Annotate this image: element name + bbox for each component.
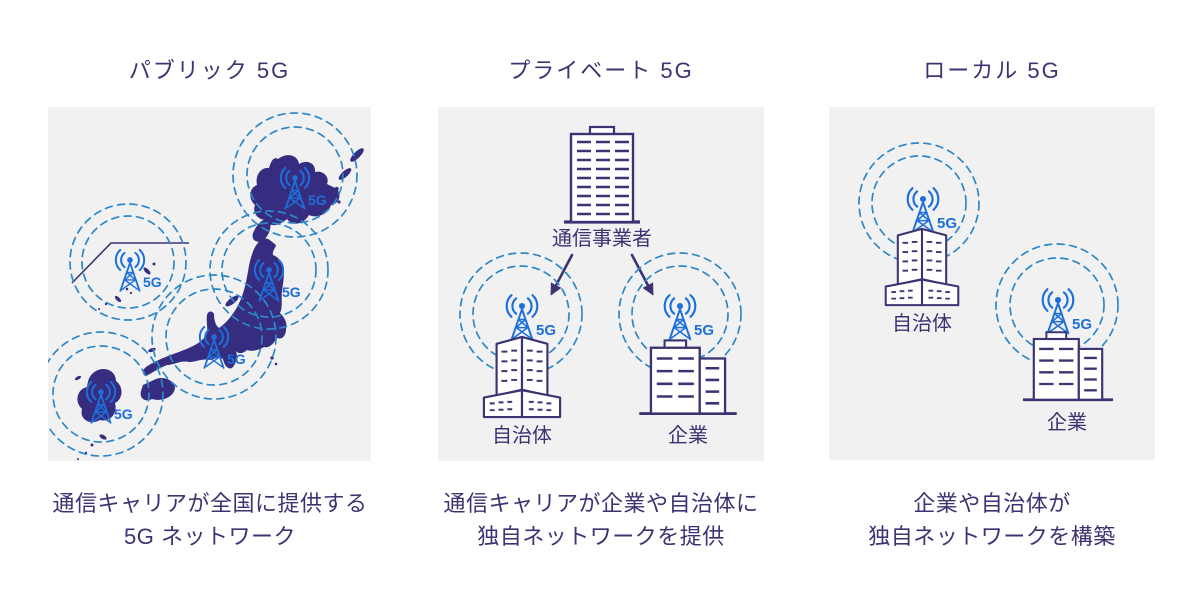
tower-5g-label: 5G [536, 322, 556, 339]
tower-5g-label: 5G [227, 351, 246, 367]
tower-5g-label: 5G [143, 274, 162, 290]
tower-5g-icon [505, 294, 539, 341]
caption-local-5g: 企業や自治体が 独自ネットワークを構築 [800, 487, 1184, 553]
private-5g-diagram: 通信事業者 5G 5G 自治体 企業 [459, 125, 742, 447]
coverage-circles [48, 112, 358, 457]
panel-title-public-5g: パブリック 5G [128, 58, 291, 83]
local-5g-panel: 5G 5G 自治体 企業 [829, 107, 1155, 460]
caption-line: 5G ネットワーク [124, 524, 296, 549]
arrow-to-enterprise [630, 253, 654, 296]
japan-map [74, 148, 364, 460]
caption-line: 通信キャリアが企業や自治体に [443, 491, 759, 516]
caption-line: 通信キャリアが全国に提供する [52, 491, 368, 516]
municipality-label: 自治体 [892, 312, 952, 335]
tower-5g-label: 5G [114, 406, 133, 422]
tower-5g-label: 5G [1072, 316, 1092, 333]
tower-5g-label: 5G [308, 192, 327, 208]
arrow-to-municipality [550, 253, 574, 296]
tower-5g-icon [1041, 288, 1075, 335]
tower-5g-label: 5G [694, 322, 714, 339]
caption-private-5g: 通信キャリアが企業や自治体に 独自ネットワークを提供 [409, 487, 793, 553]
tower-5g-icon [114, 248, 146, 292]
japan-map-diagram: 5G 5G 5G 5G 5G [48, 112, 364, 460]
local-5g-diagram: 5G 5G 自治体 企業 [858, 142, 1119, 434]
tower-5g-label: 5G [282, 284, 301, 300]
private-5g-panel: 通信事業者 5G 5G 自治体 企業 [438, 107, 764, 461]
caption-line: 独自ネットワークを提供 [477, 524, 725, 549]
panel-title-local-5g: ローカル 5G [923, 58, 1061, 83]
public-5g-panel: 5G 5G 5G 5G 5G [48, 107, 371, 461]
tower-5g-icon [663, 294, 697, 341]
caption-line: 企業や自治体が [913, 491, 1071, 516]
enterprise-label: 企業 [1047, 411, 1087, 434]
municipality-building-icon [482, 335, 562, 419]
enterprise-building-icon [1023, 330, 1113, 402]
carrier-label: 通信事業者 [552, 227, 652, 250]
okinawa-inset-line [71, 242, 189, 284]
tower-5g-icon [906, 187, 940, 234]
municipality-label: 自治体 [492, 424, 552, 447]
caption-public-5g: 通信キャリアが全国に提供する 5G ネットワーク [18, 487, 402, 553]
enterprise-building-icon [639, 338, 737, 416]
enterprise-label: 企業 [668, 424, 708, 447]
tower-5g-label: 5G [937, 215, 957, 232]
caption-line: 独自ネットワークを構築 [868, 524, 1116, 549]
panel-title-private-5g: プライベート 5G [508, 58, 694, 83]
office-building-icon [563, 125, 641, 224]
